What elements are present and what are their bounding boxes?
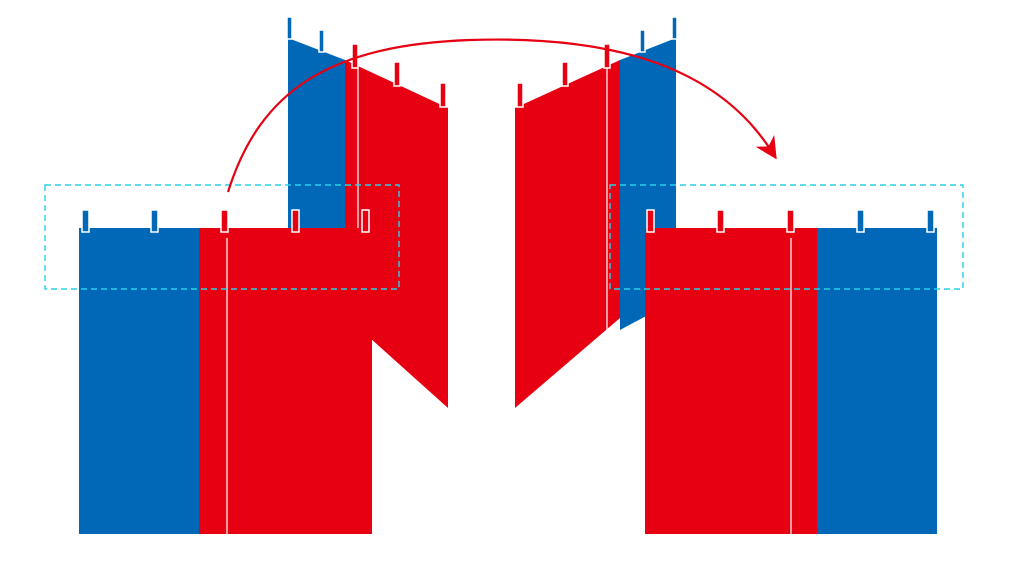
curtain-tab-icon	[926, 209, 935, 233]
curtain-tab-icon	[393, 61, 401, 87]
red-side-panel	[515, 60, 620, 408]
red-panel	[199, 228, 372, 534]
left-curtain-assembled	[79, 209, 372, 534]
curtain-tab-icon	[220, 209, 229, 233]
right-curtain-folding	[515, 16, 678, 408]
tabs-row	[286, 16, 447, 108]
curtain-tab-icon	[561, 61, 569, 87]
blue-panel	[79, 228, 201, 534]
curtain-tab-icon	[639, 29, 646, 53]
curtain-tab-icon	[81, 209, 90, 233]
curtain-tab-icon	[361, 209, 370, 233]
curtain-tab-icon	[439, 82, 447, 108]
curved-arrow-icon	[226, 38, 777, 193]
curtain-tab-icon	[286, 16, 293, 40]
curtain-tab-icon	[603, 43, 611, 69]
tabs-row	[81, 209, 370, 233]
tabs-row	[646, 209, 935, 233]
red-panel	[645, 228, 819, 534]
curtain-tab-icon	[786, 209, 795, 233]
curtain-tab-icon	[291, 209, 300, 233]
curtain-tab-icon	[516, 82, 524, 108]
curtain-tab-icon	[150, 209, 159, 233]
blue-panel	[817, 228, 937, 534]
curtain-tab-icon	[716, 209, 725, 233]
highlight-box-left	[44, 184, 400, 290]
curtain-tab-icon	[318, 29, 325, 53]
curtain-tab-icon	[671, 16, 678, 40]
curtain-tab-icon	[856, 209, 865, 233]
curtain-tab-icon	[351, 43, 359, 69]
tabs-row	[516, 16, 678, 108]
right-curtain-assembled	[645, 209, 937, 534]
highlight-box-right	[609, 184, 964, 290]
curtain-tab-icon	[646, 209, 655, 233]
